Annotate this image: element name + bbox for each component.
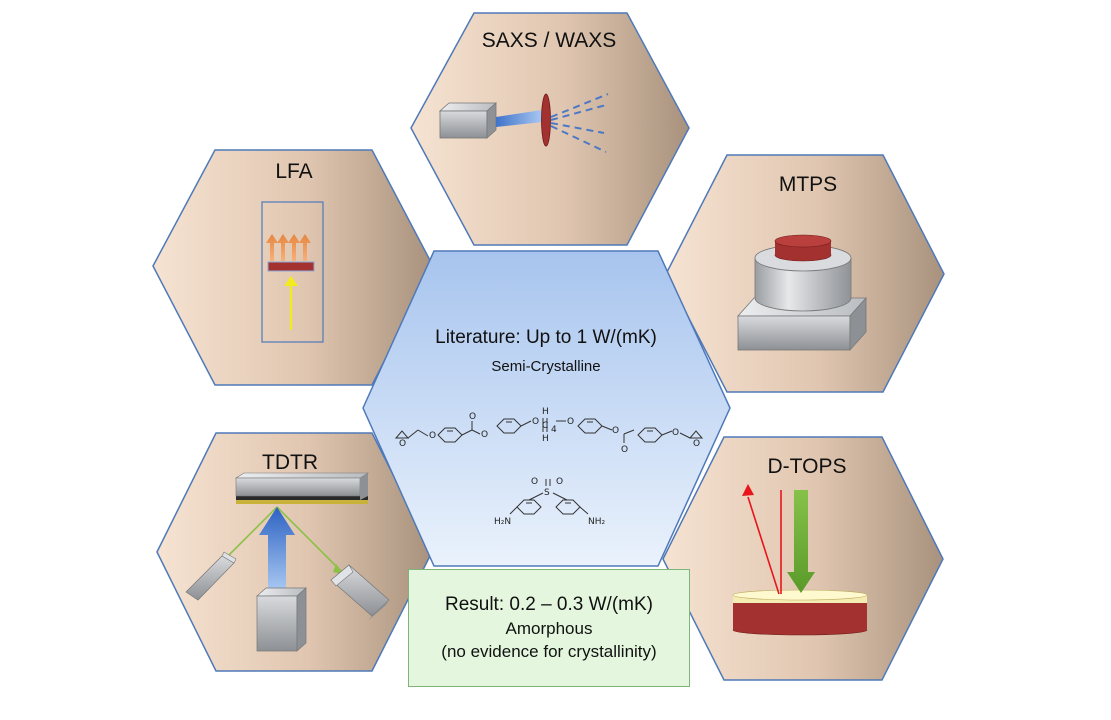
atom-o: O: [612, 426, 619, 436]
scattering-rays-icon: [550, 93, 609, 153]
atom-o: O: [556, 477, 563, 487]
amine-left: H₂N: [494, 517, 511, 527]
atom-o: O: [693, 439, 700, 449]
dtops-green-arrow-icon: [787, 490, 815, 593]
epoxy-monomer-structure: [394, 418, 704, 443]
result-morphology: Amorphous: [505, 619, 593, 638]
atom-o: O: [531, 477, 538, 487]
tdtr-pump-arrow-icon: [259, 507, 295, 590]
dtops-title: D-TOPS: [768, 455, 847, 478]
laser-pulse-arrow-icon: [284, 276, 298, 330]
hex-lfa: LFA: [152, 149, 434, 386]
atom-o: O: [621, 445, 628, 455]
atom-o: O: [672, 428, 679, 438]
atom-o: O: [532, 417, 539, 427]
xray-beam-icon: [496, 110, 542, 127]
epoxy-monomer-atoms: O O O O O H C H 4 O O O O O: [399, 407, 700, 455]
dtops-red-beams: [742, 484, 782, 595]
lfa-title: LFA: [275, 160, 312, 183]
lfa-sample: [267, 261, 315, 272]
atom-h: H: [542, 407, 549, 417]
lfa-chamber-frame: [261, 201, 324, 343]
atom-c: C: [542, 421, 548, 431]
atom-o: O: [399, 439, 406, 449]
atom-h: H: [542, 434, 549, 444]
tdtr-detector-block-icon: [330, 564, 390, 620]
tdtr-laser-block-icon: [256, 587, 307, 652]
center-hexagon: Literature: Up to 1 W/(mK) Semi-Crystall…: [362, 250, 731, 567]
heat-arrows-icon: [266, 234, 311, 261]
literature-text: Literature: Up to 1 W/(mK): [435, 327, 657, 348]
result-box: Result: 0.2 – 0.3 W/(mK) Amorphous (no e…: [408, 569, 690, 687]
tdtr-title: TDTR: [262, 451, 318, 474]
dds-hardener-atoms: S O O H₂N NH₂: [494, 477, 606, 527]
mtps-sample-disc: [774, 234, 832, 262]
subscript-4: 4: [551, 425, 557, 435]
hex-dtops: D-TOPS: [662, 436, 944, 681]
tdtr-sample-stack: [234, 472, 370, 504]
atom-o: O: [567, 417, 574, 427]
hex-saxs-waxs: SAXS / WAXS: [410, 12, 690, 246]
atom-o: O: [481, 430, 488, 440]
dtops-sample-disc: [732, 589, 868, 636]
saxs-title: SAXS / WAXS: [482, 29, 617, 52]
tdtr-left-mirror-icon: [185, 551, 237, 601]
result-value: Result: 0.2 – 0.3 W/(mK): [444, 594, 653, 615]
result-note: (no evidence for crystallinity): [441, 642, 657, 661]
amine-right: NH₂: [588, 517, 606, 527]
atom-s: S: [544, 488, 550, 498]
xray-source-icon: [438, 102, 498, 139]
mtps-title: MTPS: [779, 173, 837, 196]
morphology-text: Semi-Crystalline: [491, 358, 600, 375]
hex-tdtr: TDTR: [156, 432, 433, 672]
dds-hardener-structure: [509, 479, 589, 515]
hex-mtps: MTPS: [665, 154, 945, 393]
saxs-sample-disc: [541, 93, 551, 147]
atom-o: O: [429, 431, 436, 441]
atom-o: O: [469, 412, 476, 422]
